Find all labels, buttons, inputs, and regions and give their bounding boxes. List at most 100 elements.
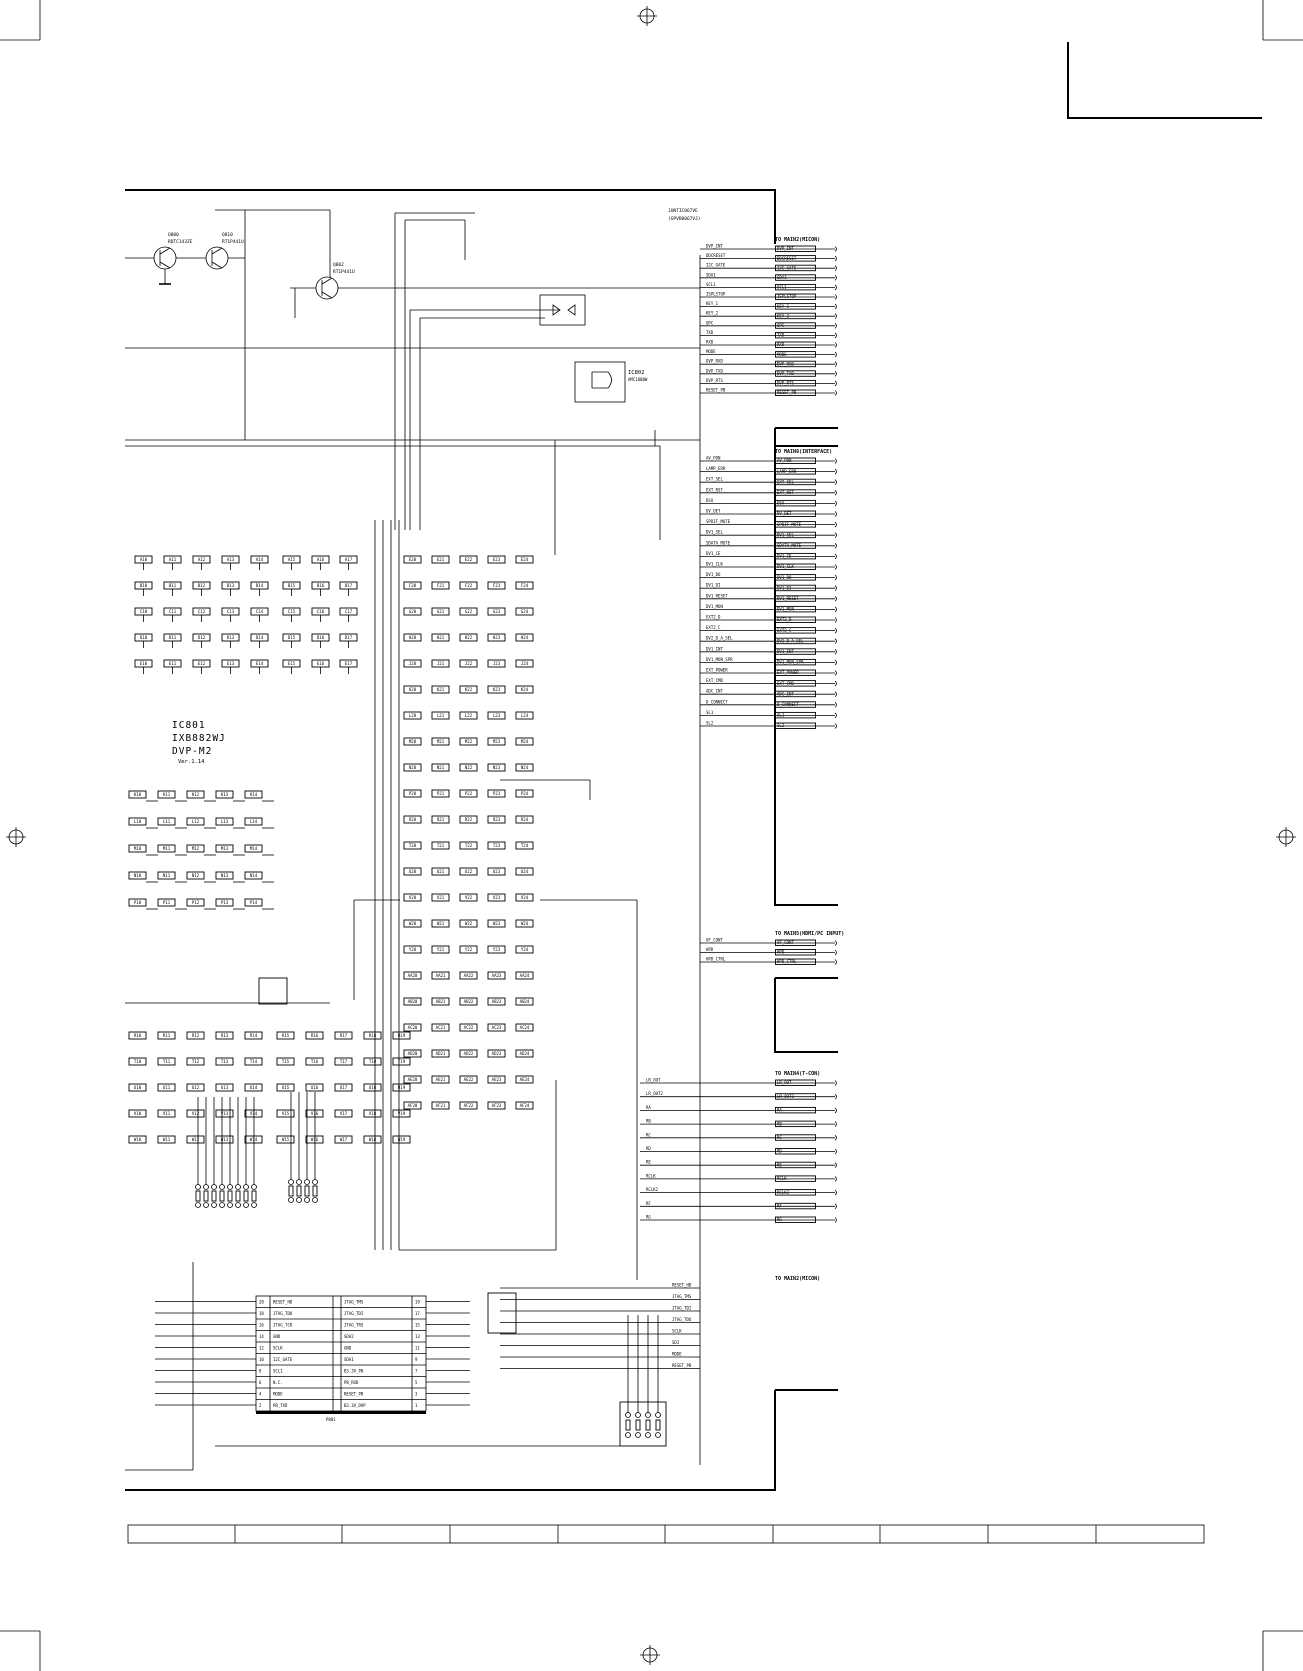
bga-pad: U15 (276, 1083, 295, 1092)
bga-pad: W21 (431, 919, 450, 928)
svg-text:P24: P24 (521, 791, 529, 796)
bga-pad: A16 (311, 555, 330, 570)
svg-text:E21: E21 (437, 557, 445, 562)
bga-pad: M24 (515, 737, 534, 746)
svg-text:DV_DET: DV_DET (777, 511, 792, 516)
array-resistor (235, 1097, 241, 1208)
bga-pad: E21 (431, 555, 450, 564)
bga-pad: R16 (305, 1031, 324, 1040)
svg-text:MODE: MODE (273, 1392, 283, 1397)
svg-text:N23: N23 (493, 765, 501, 770)
svg-text:L13: L13 (221, 819, 229, 824)
svg-text:AF23: AF23 (492, 1103, 502, 1108)
svg-text:RESET_HD: RESET_HD (273, 1300, 293, 1305)
bga-pad: H20 (403, 633, 422, 642)
svg-text:DV1_INT: DV1_INT (777, 649, 794, 654)
svg-text:G24: G24 (521, 609, 529, 614)
bga-pad: Y21 (431, 945, 450, 954)
bga-pad: G22 (459, 607, 478, 616)
svg-text:M13: M13 (221, 846, 229, 851)
svg-text:16: 16 (259, 1323, 264, 1328)
bga-pad: J22 (459, 659, 478, 668)
svg-text:F24: F24 (521, 583, 529, 588)
svg-text:DVP_TXD: DVP_TXD (777, 371, 794, 376)
svg-text:RC: RC (777, 1135, 782, 1140)
bga-pad: T23 (487, 841, 506, 850)
registration-mark-right (1276, 827, 1296, 847)
svg-text:E24: E24 (521, 557, 529, 562)
svg-text:RA: RA (777, 1108, 782, 1113)
svg-text:M11: M11 (163, 846, 171, 851)
bga-pad: V19 (392, 1109, 411, 1118)
svg-text:RESET_PB: RESET_PB (672, 1363, 692, 1368)
svg-text:DV1_CE: DV1_CE (706, 551, 721, 556)
bga-pad: AB21 (431, 997, 450, 1006)
svg-text:ISPLSTOP: ISPLSTOP (706, 292, 726, 297)
svg-text:3: 3 (415, 1392, 418, 1397)
array-resistor (203, 1097, 209, 1208)
svg-text:T20: T20 (409, 843, 417, 848)
q810-part: RT1P441U (222, 239, 244, 245)
svg-text:A12: A12 (198, 557, 206, 562)
svg-text:E15: E15 (288, 661, 296, 666)
bga-pad: T19 (392, 1057, 411, 1066)
svg-text:AC24: AC24 (520, 1025, 530, 1030)
svg-text:ISPLSTOP: ISPLSTOP (777, 294, 797, 299)
svg-text:Y24: Y24 (521, 947, 529, 952)
svg-text:DDCRESET: DDCRESET (777, 256, 797, 261)
svg-text:JTAG_TMS: JTAG_TMS (672, 1294, 692, 1299)
bga-pad: V23 (487, 893, 506, 902)
svg-text:SDI: SDI (672, 1340, 680, 1345)
svg-text:DV1_RESET: DV1_RESET (706, 593, 728, 598)
svg-text:DV1_SEL: DV1_SEL (777, 532, 794, 537)
bga-pad: P13 (215, 898, 245, 910)
bga-pad: Y20 (403, 945, 422, 954)
svg-text:P11: P11 (163, 900, 171, 905)
svg-text:W23: W23 (493, 921, 501, 926)
bga-pad: T24 (515, 841, 534, 850)
svg-text:J20: J20 (409, 661, 417, 666)
bga-pad: AC23 (487, 1023, 506, 1032)
connector-signal: SDI (500, 1340, 700, 1346)
bga-pad: D17 (339, 633, 358, 648)
svg-text:K14: K14 (250, 792, 258, 797)
bga-pad: R18 (363, 1031, 382, 1040)
svg-text:PB_RXD: PB_RXD (344, 1380, 359, 1385)
bga-pad: C13 (221, 607, 240, 622)
svg-text:C17: C17 (345, 609, 353, 614)
svg-text:V20: V20 (409, 895, 417, 900)
connector-main2-micon: TO MAIN2(MICON)DVP_INTDVP_INTDDCRESETDDC… (700, 237, 837, 396)
svg-text:12: 12 (259, 1346, 264, 1351)
svg-text:U10: U10 (134, 1085, 142, 1090)
bga-pad: R17 (334, 1031, 353, 1040)
bga-pad: AD24 (515, 1049, 534, 1058)
svg-text:I2C_GATE: I2C_GATE (273, 1357, 293, 1362)
svg-text:T21: T21 (437, 843, 445, 848)
bga-pad: E24 (515, 555, 534, 564)
q810-ref: Q810 (222, 232, 233, 238)
svg-text:M10: M10 (134, 846, 142, 851)
bga-pad: F21 (431, 581, 450, 590)
svg-text:SDA1: SDA1 (706, 272, 716, 277)
svg-text:B17: B17 (345, 583, 353, 588)
svg-text:W10: W10 (134, 1137, 142, 1142)
svg-text:DV1_DO: DV1_DO (706, 572, 721, 577)
bga-pad: E20 (403, 555, 422, 564)
ic801-part: IXB882WJ (172, 733, 226, 744)
svg-text:Y23: Y23 (493, 947, 501, 952)
bga-pad: F23 (487, 581, 506, 590)
bga-pad: Y24 (515, 945, 534, 954)
svg-text:SDATA_MUTE: SDATA_MUTE (706, 540, 731, 545)
svg-text:K11: K11 (163, 792, 171, 797)
upper-wiring (125, 209, 701, 1465)
